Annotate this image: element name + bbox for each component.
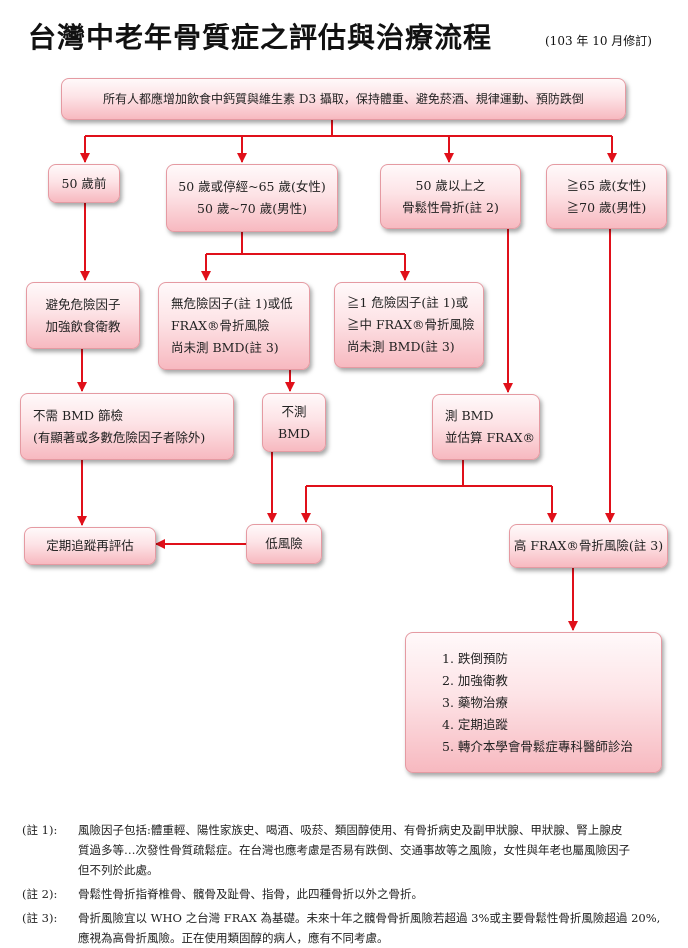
node-avoid-risk: 避免危險因子 加強飲食衛教 [26, 282, 140, 349]
footnote-2: (註 2): 骨鬆性骨折指脊椎骨、髖骨及趾骨、指骨，此四種骨折以外之骨折。 [22, 887, 423, 901]
page-title: 台灣中老年骨質症之評估與治療流程 [28, 21, 493, 54]
node-treatment: 1. 跌倒預防 2. 加強衛教 3. 藥物治療 4. 定期追蹤 5. 轉介本學會… [405, 632, 662, 773]
node-follow-up: 定期追蹤再評估 [24, 527, 156, 565]
node-over-65: ≧65 歲(女性) ≧70 歲(男性) [546, 164, 667, 229]
node-low-risk: 低風險 [246, 524, 322, 564]
footnotes: (註 1): 風險因子包括:體重輕、陽性家族史、喝酒、吸菸、類固醇使用、有骨折病… [22, 820, 672, 948]
node-measure-bmd: 測 BMD 並估算 FRAX® [432, 394, 540, 460]
node-risk-factor: ≧1 危險因子(註 1)或 ≧中 FRAX®骨折風險 尚未測 BMD(註 3) [334, 282, 484, 368]
footnote-3: (註 3): 骨折風險宜以 WHO 之台灣 FRAX 為基礎。未來十年之髖骨骨折… [22, 911, 661, 945]
node-under-50: 50 歲前 [48, 164, 120, 203]
footnote-1: (註 1): 風險因子包括:體重輕、陽性家族史、喝酒、吸菸、類固醇使用、有骨折病… [22, 823, 630, 877]
node-general-advice: 所有人都應增加飲食中鈣質與維生素 D3 攝取，保持體重、避免菸酒、規律運動、預防… [61, 78, 626, 120]
node-no-bmd-screening: 不需 BMD 篩檢 (有顯著或多數危險因子者除外) [20, 393, 234, 460]
node-fracture-over-50: 50 歲以上之 骨鬆性骨折(註 2) [380, 164, 521, 229]
node-high-risk: 高 FRAX®骨折風險(註 3) [509, 524, 668, 568]
node-no-bmd-test: 不測 BMD [262, 393, 326, 452]
revision-note: (103 年 10 月修訂) [545, 34, 652, 48]
node-age-50-65: 50 歲或停經~65 歲(女性) 50 歲~70 歲(男性) [166, 164, 338, 232]
node-no-risk-factor: 無危險因子(註 1)或低 FRAX®骨折風險 尚未測 BMD(註 3) [158, 282, 310, 370]
